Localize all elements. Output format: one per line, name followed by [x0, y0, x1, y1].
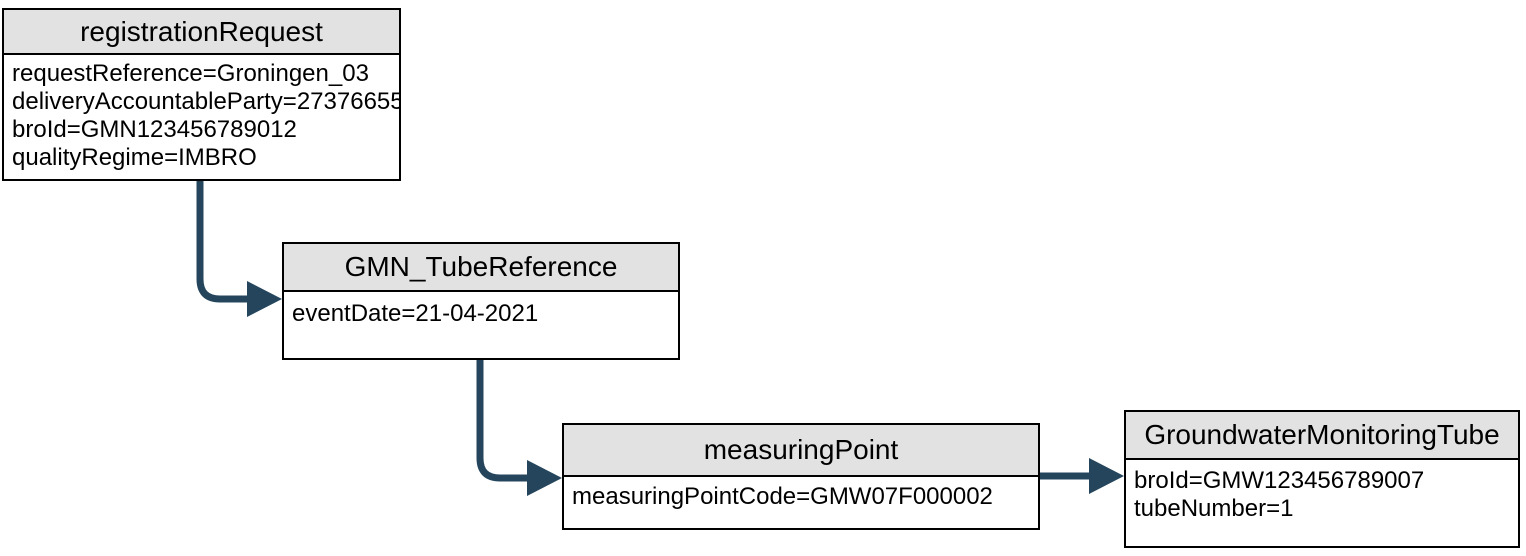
node-attributes: requestReference=Groningen_03 deliveryAc… [4, 55, 399, 179]
node-registration-request: registrationRequest requestReference=Gro… [2, 8, 401, 181]
node-groundwater-monitoring-tube: GroundwaterMonitoringTube broId=GMW12345… [1124, 410, 1520, 548]
arrowhead-icon [1089, 458, 1124, 494]
edge-elbow-connector [476, 360, 528, 482]
arrowhead-icon [247, 281, 282, 317]
node-attribute: requestReference=Groningen_03 [12, 60, 369, 87]
node-title: GMN_TubeReference [284, 244, 678, 292]
node-attribute: broId=GMW123456789007 [1134, 467, 1425, 494]
node-attribute: measuringPointCode=GMW07F000002 [572, 483, 993, 510]
node-title: measuringPoint [564, 425, 1038, 477]
edge-elbow-connector [196, 181, 248, 303]
edge-measuringpoint-to-groundwatermonitoringtube [1040, 458, 1124, 494]
node-attributes: measuringPointCode=GMW07F000002 [564, 477, 1038, 528]
node-title: GroundwaterMonitoringTube [1126, 412, 1518, 460]
node-attribute: deliveryAccountableParty=27376655 [12, 88, 399, 115]
node-attribute: broId=GMN123456789012 [12, 116, 297, 143]
node-gmn-tube-reference: GMN_TubeReference eventDate=21-04-2021 [282, 242, 680, 360]
node-attribute: qualityRegime=IMBRO [12, 144, 257, 171]
edge-gmn-tubereference-to-measuringpoint [476, 360, 562, 496]
edge-registrationrequest-to-gmn-tubereference [196, 181, 282, 317]
node-attribute: eventDate=21-04-2021 [292, 300, 539, 327]
node-attributes: eventDate=21-04-2021 [284, 292, 678, 358]
node-title: registrationRequest [4, 10, 399, 55]
node-attribute: tubeNumber=1 [1134, 495, 1294, 522]
arrowhead-icon [527, 460, 562, 496]
node-measuring-point: measuringPoint measuringPointCode=GMW07F… [562, 423, 1040, 530]
node-attributes: broId=GMW123456789007 tubeNumber=1 [1126, 460, 1518, 546]
